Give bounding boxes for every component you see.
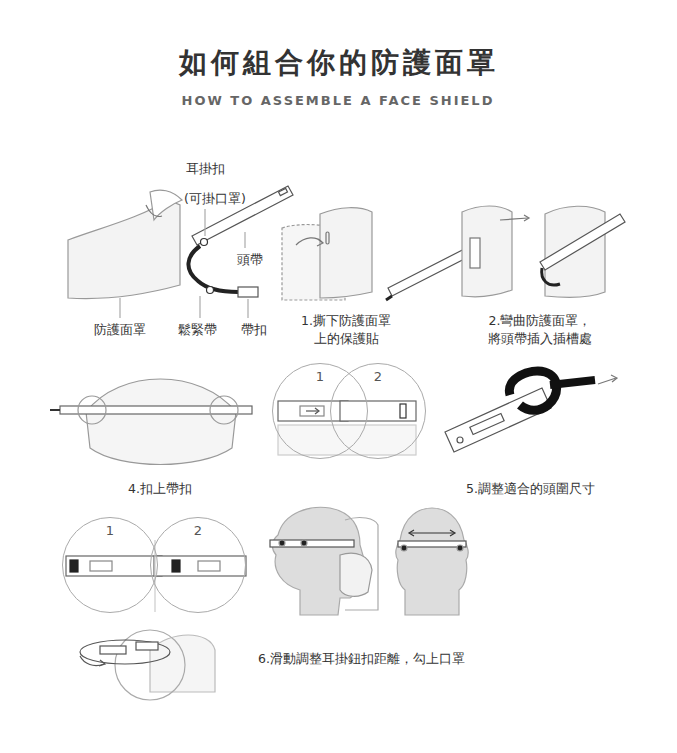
- callout-number: 1: [314, 369, 326, 385]
- callout-number: 2: [372, 369, 384, 385]
- part-label: 頭帶: [237, 251, 263, 269]
- part-label: 鬆緊帶: [178, 321, 217, 339]
- detail-circle: 2: [330, 363, 426, 459]
- part-label: 防護面罩: [94, 321, 146, 339]
- step-label: 6.滑動調整耳掛鈕扣距離，勾上口罩: [258, 650, 465, 668]
- step-label: 2.彎曲防護面罩， 將頭帶插入插槽處: [487, 312, 593, 348]
- step-label: 4.扣上帶扣: [128, 480, 192, 498]
- detail-circle: 2: [150, 517, 246, 613]
- step-label: 5.調整適合的頭圍尺寸: [466, 480, 595, 498]
- part-label: 耳掛扣: [186, 160, 225, 178]
- part-label: 帶扣: [241, 321, 267, 339]
- part-label: (可掛口罩): [184, 190, 246, 208]
- step-label: 1.撕下防護面罩 上的保護貼: [293, 312, 399, 348]
- callout-number: 2: [192, 523, 204, 539]
- detail-circle: 1: [62, 517, 158, 613]
- page-title: 如何組合你的防護面罩: [0, 44, 677, 82]
- subtitle: HOW TO ASSEMBLE A FACE SHIELD: [128, 92, 548, 110]
- callout-number: 1: [104, 523, 116, 539]
- detail-circle: 1: [272, 363, 368, 459]
